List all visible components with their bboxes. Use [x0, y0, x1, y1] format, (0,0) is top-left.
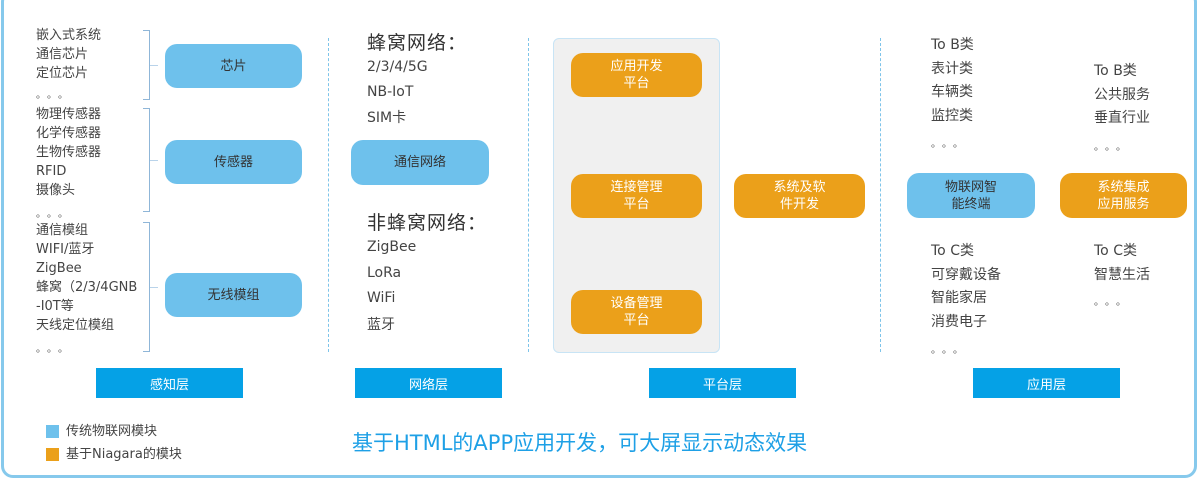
system-integration-box: 系统集成应用服务	[1060, 173, 1187, 218]
layer-application: 应用层	[973, 368, 1120, 398]
list-item: 通信芯片	[36, 47, 89, 62]
ellipsis: 。。。	[36, 209, 74, 220]
to-c-terminal-list: To C类可穿戴设备智能家居消费电子	[931, 243, 1001, 330]
layer-network: 网络层	[355, 368, 502, 398]
layer-perception: 感知层	[96, 368, 243, 398]
bracket	[143, 30, 158, 100]
app-dev-platform-box: 应用开发平台	[571, 53, 702, 97]
ellipsis: 。。。	[36, 344, 74, 355]
network-box: 通信网络	[351, 140, 489, 185]
wireless-items: 通信模组 WIFI/蓝牙 ZigBee 蜂窝（2/3/4GNB -I0T等 天线…	[36, 221, 137, 335]
divider	[880, 38, 881, 352]
to-b-service-list: To B类公共服务垂直行业	[1094, 63, 1150, 126]
list-item: RFID	[36, 164, 67, 179]
device-mgmt-platform-box: 设备管理平台	[571, 290, 702, 334]
legend-swatch-blue	[46, 425, 59, 438]
noncellular-item: 蓝牙	[367, 317, 395, 333]
bracket	[143, 222, 158, 352]
ellipsis: 。。。	[1094, 142, 1132, 153]
noncellular-item: WiFi	[367, 290, 396, 306]
ellipsis: 。。。	[931, 139, 969, 150]
list-item: 生物传感器	[36, 145, 102, 160]
ellipsis: 。。。	[36, 90, 74, 101]
iot-terminal-box: 物联网智能终端	[907, 173, 1035, 218]
legend-swatch-orange	[46, 448, 59, 461]
list-item: WIFI/蓝牙	[36, 242, 95, 257]
list-item: 定位芯片	[36, 66, 89, 81]
list-item: 通信模组	[36, 223, 89, 238]
cellular-title: 蜂窝网络：	[367, 32, 468, 54]
legend-label: 传统物联网模块	[66, 424, 158, 439]
list-item: 摄像头	[36, 183, 76, 198]
divider	[528, 38, 529, 352]
list-item: 嵌入式系统	[36, 28, 102, 43]
chip-box: 芯片	[165, 44, 302, 88]
ellipsis: 。。。	[1094, 297, 1132, 308]
divider	[328, 38, 329, 352]
list-item: 化学传感器	[36, 126, 102, 141]
to-b-terminal-list: To B类表计类车辆类监控类	[931, 37, 974, 124]
to-c-service-list: To C类智慧生活	[1094, 243, 1150, 283]
noncellular-item: LoRa	[367, 265, 402, 281]
list-item: 物理传感器	[36, 107, 102, 122]
list-item: ZigBee	[36, 261, 82, 276]
chip-items: 嵌入式系统 通信芯片 定位芯片	[36, 26, 101, 83]
cellular-item: 2/3/4/5G	[367, 59, 428, 75]
noncellular-item: ZigBee	[367, 239, 417, 255]
caption: 基于HTML的APP应用开发，可大屏显示动态效果	[352, 431, 808, 455]
sensor-items: 物理传感器 化学传感器 生物传感器 RFID 摄像头	[36, 105, 101, 200]
connection-mgmt-platform-box: 连接管理平台	[571, 174, 702, 218]
software-dev-box: 系统及软件开发	[734, 174, 865, 218]
sensor-box: 传感器	[165, 140, 302, 184]
list-item: 蜂窝（2/3/4GNB	[36, 280, 138, 295]
list-item: -I0T等	[36, 299, 74, 314]
wireless-box: 无线模组	[165, 273, 302, 317]
legend-label: 基于Niagara的模块	[66, 447, 182, 462]
ellipsis: 。。。	[931, 345, 969, 356]
cellular-item: SIM卡	[367, 110, 407, 126]
cellular-item: NB-IoT	[367, 84, 414, 100]
list-item: 天线定位模组	[36, 318, 115, 333]
bracket	[143, 108, 158, 212]
noncellular-title: 非蜂窝网络：	[367, 212, 488, 234]
layer-platform: 平台层	[649, 368, 796, 398]
